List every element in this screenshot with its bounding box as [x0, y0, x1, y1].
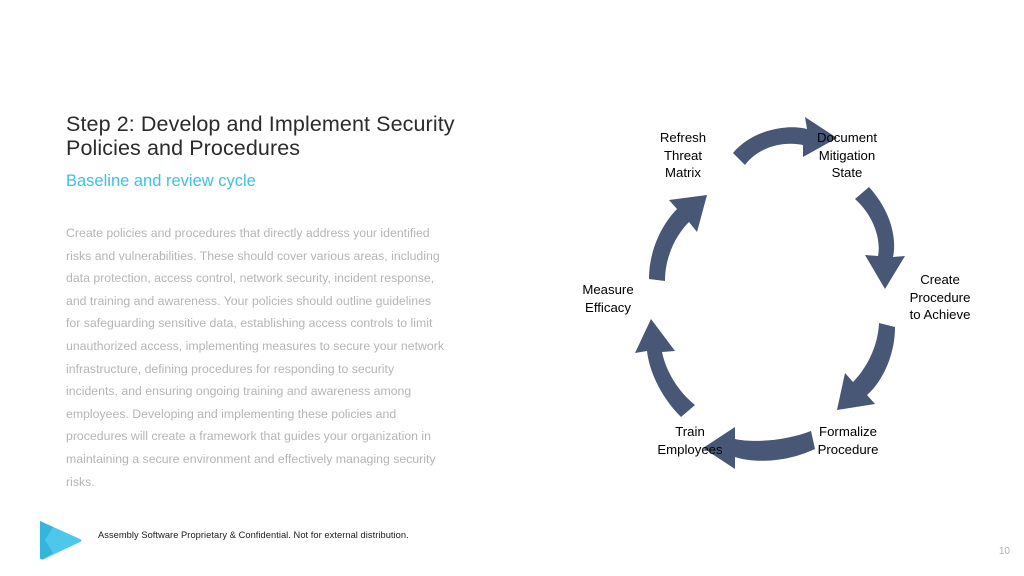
cycle-node-measure-efficacy: Measure Efficacy — [582, 282, 634, 315]
slide-text-column: Step 2: Develop and Implement Security P… — [66, 112, 456, 493]
arrow-measure-to-refresh — [649, 195, 707, 281]
cycle-node-document-mitigation-state: Document Mitigation State — [816, 130, 878, 180]
assembly-software-logo — [40, 521, 82, 560]
arrow-document-to-create — [855, 187, 905, 289]
cycle-arrows-svg — [635, 117, 905, 469]
arrow-formalize-to-train — [703, 427, 815, 469]
cycle-node-train-employees: Train Employees — [657, 424, 723, 457]
confidentiality-notice: Assembly Software Proprietary & Confiden… — [98, 530, 409, 540]
cycle-node-create-procedure-to-achieve: Create Procedure to Achieve — [909, 272, 971, 322]
arrow-train-to-measure — [635, 319, 695, 417]
arrow-refresh-to-document — [733, 117, 837, 165]
page-subtitle: Baseline and review cycle — [66, 172, 256, 190]
body-paragraph: Create policies and procedures that dire… — [66, 226, 444, 489]
page-title: Step 2: Develop and Implement Security P… — [66, 112, 455, 160]
cycle-node-formalize-procedure: Formalize Procedure — [817, 424, 879, 457]
page-number: 10 — [998, 546, 1010, 557]
arrow-create-to-formalize — [837, 323, 895, 410]
cycle-node-refresh-threat-matrix: Refresh Threat Matrix — [659, 130, 707, 180]
baseline-review-cycle-diagram: Refresh Threat Matrix Document Mitigatio… — [545, 105, 1005, 495]
